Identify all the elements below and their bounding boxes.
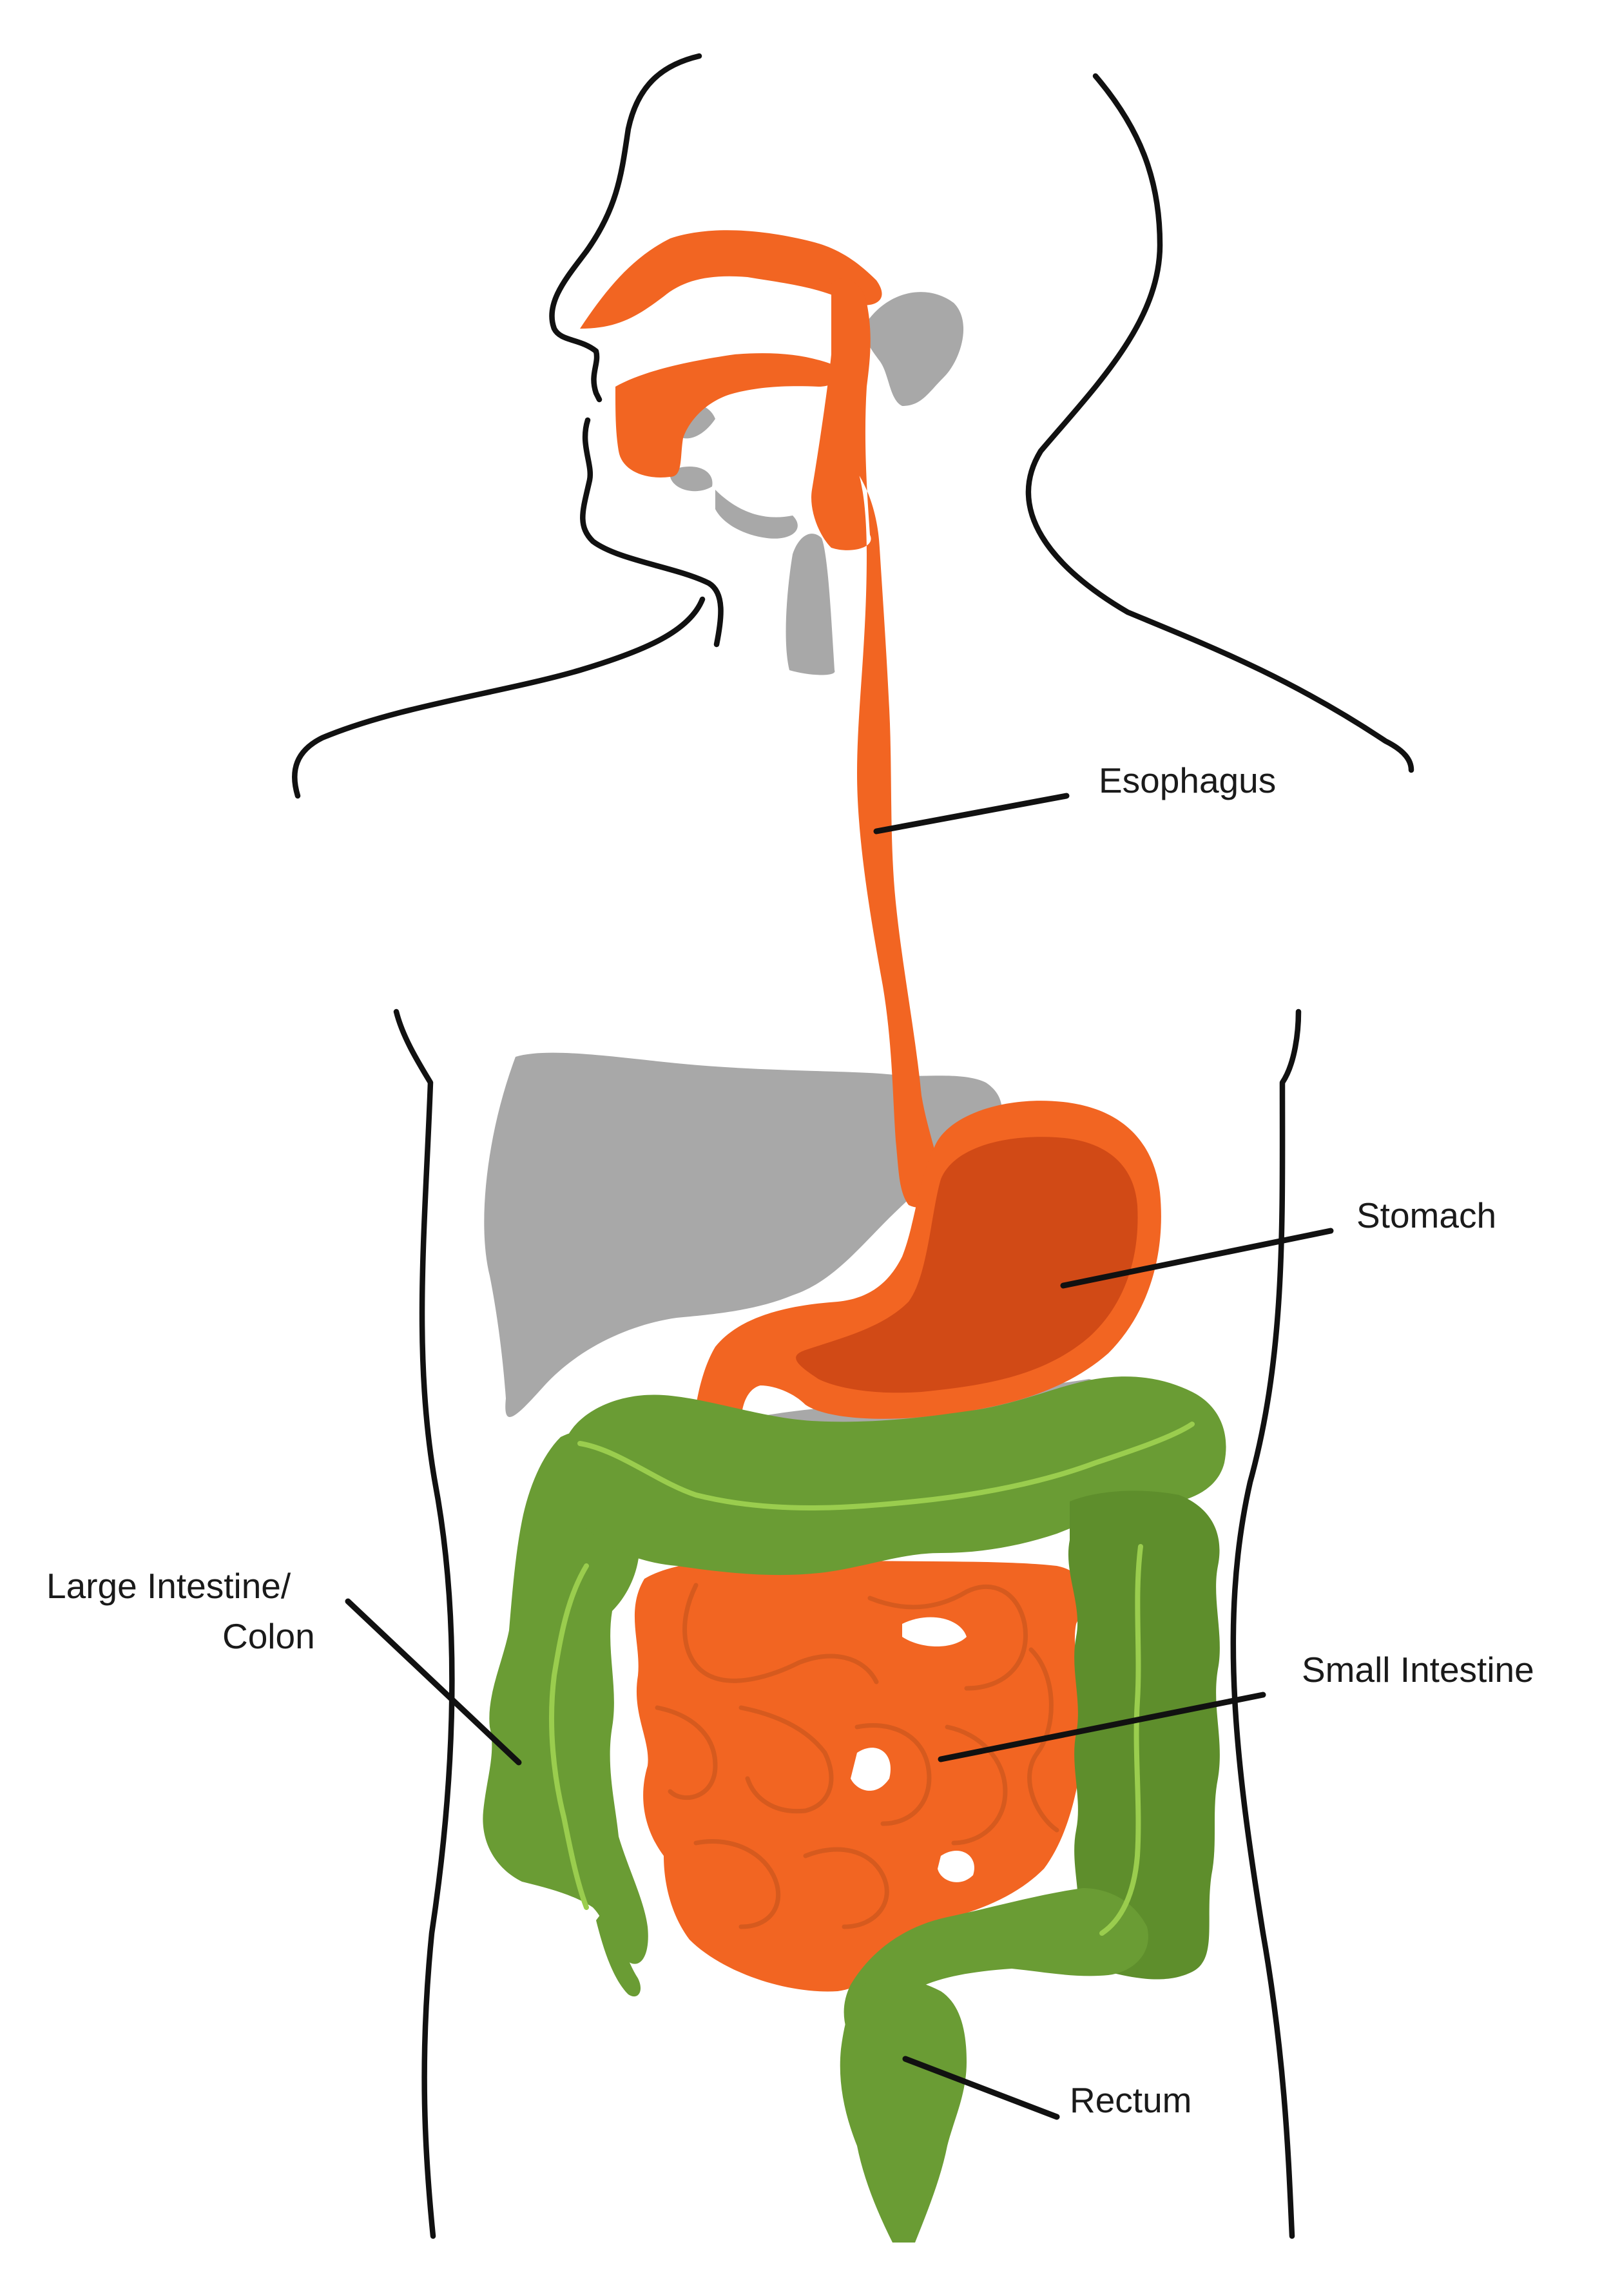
descending-colon xyxy=(1068,1490,1220,1980)
large-intestine xyxy=(483,1376,1226,2243)
small-intestine xyxy=(634,1558,1085,1992)
loop-1 xyxy=(682,1583,879,1684)
esophagus-label: Esophagus xyxy=(1099,760,1276,800)
left-torso xyxy=(393,1008,455,2239)
intestine-gaps xyxy=(851,1617,974,1882)
gap-1 xyxy=(902,1617,967,1646)
loop-4 xyxy=(738,1705,834,1814)
loop-7 xyxy=(693,1838,781,1929)
large-intestine-label-line1: Large Intestine/ xyxy=(46,1566,291,1606)
highlight-descending xyxy=(1099,1544,1143,1936)
nasal-cavity xyxy=(580,230,882,329)
oral-cavity xyxy=(615,353,838,478)
body-outline xyxy=(292,53,1414,2239)
large-intestine-label-line2: Colon xyxy=(222,1616,315,1656)
back-of-head xyxy=(1025,73,1414,773)
liver xyxy=(484,1052,1002,1417)
transverse-colon xyxy=(560,1376,1226,1576)
small-intestine-loops xyxy=(655,1583,1059,1929)
large-intestine-leader xyxy=(345,1598,522,1766)
leader-lines xyxy=(345,793,1334,2120)
loop-9 xyxy=(1027,1647,1059,1833)
small-intestine-label: Small Intestine xyxy=(1302,1650,1534,1690)
loop-2 xyxy=(867,1584,1028,1691)
stomach-leader xyxy=(1060,1228,1334,1289)
highlight-transverse xyxy=(577,1422,1195,1510)
face-profile xyxy=(549,53,724,648)
appendix xyxy=(596,1907,641,1997)
rectum-label: Rectum xyxy=(1070,2080,1192,2120)
loop-3 xyxy=(655,1705,718,1800)
gap-3 xyxy=(938,1850,974,1882)
highlight-ascending xyxy=(548,1563,589,1910)
loop-5 xyxy=(854,1723,932,1826)
labels: Esophagus Stomach Large Intestine/ Colon… xyxy=(46,760,1534,2120)
gap-2 xyxy=(851,1748,891,1791)
left-shoulder xyxy=(292,596,706,799)
stomach-inner xyxy=(796,1137,1138,1393)
colon-highlights xyxy=(548,1422,1195,1936)
right-torso xyxy=(1230,1008,1302,2239)
stomach xyxy=(691,1101,1161,1480)
small-intestine-leader xyxy=(938,1692,1266,1762)
ear-shape xyxy=(864,292,964,406)
esophagus-leader xyxy=(873,793,1070,834)
stomach-label: Stomach xyxy=(1356,1195,1496,1235)
rectum-leader xyxy=(902,2056,1060,2120)
loop-6 xyxy=(945,1724,1008,1846)
rectum xyxy=(840,1978,967,2243)
trachea xyxy=(786,534,835,675)
loop-8 xyxy=(803,1847,889,1929)
upper-tract xyxy=(580,230,941,1208)
sigmoid-colon xyxy=(844,1888,1148,2062)
ascending-colon xyxy=(483,1429,648,1964)
esophagus xyxy=(811,278,941,1208)
